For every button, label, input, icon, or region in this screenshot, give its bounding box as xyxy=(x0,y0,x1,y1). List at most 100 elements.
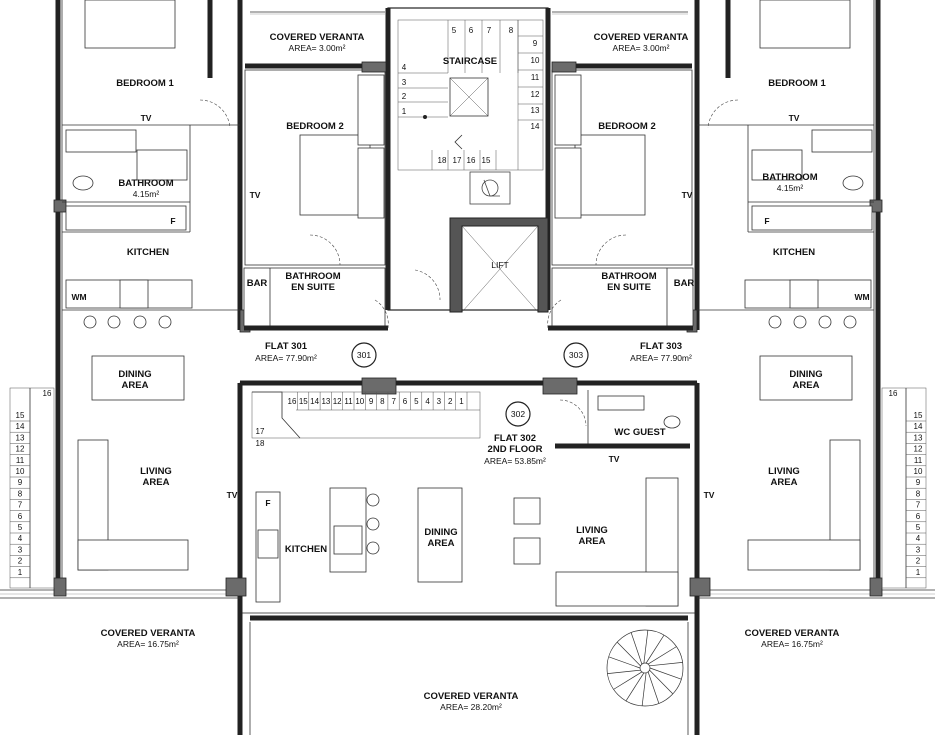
dining-left-label-2: AREA xyxy=(122,380,149,391)
tv-label-bed2-left: TV xyxy=(250,190,261,200)
flat302-step-4: 4 xyxy=(425,397,430,406)
core-step-16: 16 xyxy=(467,156,476,165)
flat302-step-14: 14 xyxy=(310,397,319,406)
extRight-step-15: 15 xyxy=(914,411,923,420)
extLeft-step-4: 4 xyxy=(18,534,23,543)
living-center-label-2: AREA xyxy=(579,536,606,547)
extRight-step-11: 11 xyxy=(914,456,923,465)
kitchen-left-label: KITCHEN xyxy=(127,247,169,258)
flat302-step-7: 7 xyxy=(391,397,396,406)
bedroom1-left-label: BEDROOM 1 xyxy=(116,78,174,89)
core-step-14: 14 xyxy=(531,122,540,131)
room-labels: COVERED VERANTA AREA= 3.00m² COVERED VER… xyxy=(71,32,869,712)
staircase-label: STAIRCASE xyxy=(443,56,497,67)
tv-label-bed1-left: TV xyxy=(141,113,152,123)
flat301-label: FLAT 301 xyxy=(265,341,308,352)
flat301-tag: 301 xyxy=(357,350,371,360)
flat302-floor: 2ND FLOOR xyxy=(488,444,543,455)
extLeft-step-11: 11 xyxy=(16,456,25,465)
core-step-3: 3 xyxy=(402,78,407,87)
flat302-label: FLAT 302 xyxy=(494,433,536,444)
dining-center-label-1: DINING xyxy=(424,527,457,538)
lift-label: LIFT xyxy=(491,260,508,270)
ensuite-left-label-2: EN SUITE xyxy=(291,282,335,293)
extRight-step-12: 12 xyxy=(914,445,923,454)
core-step-15: 15 xyxy=(482,156,491,165)
living-left-label-2: AREA xyxy=(143,477,170,488)
ensuite-right-label-2: EN SUITE xyxy=(607,282,651,293)
veranda-bottom-left-label: COVERED VERANTA xyxy=(101,628,196,639)
flat302-step-5: 5 xyxy=(414,397,419,406)
bar-left-label: BAR xyxy=(247,278,268,289)
core-step-18: 18 xyxy=(438,156,447,165)
rail-hatching xyxy=(0,13,935,595)
dining-center-label-2: AREA xyxy=(428,538,455,549)
extRight-step-1: 1 xyxy=(916,568,921,577)
living-left-label-1: LIVING xyxy=(140,466,172,477)
flat301-area: AREA= 77.90m² xyxy=(255,353,317,363)
core-step-2: 2 xyxy=(402,92,407,101)
fridge-label-right: F xyxy=(764,216,769,226)
core-step-6: 6 xyxy=(469,26,474,35)
flat302-step-17: 17 xyxy=(256,427,265,436)
extLeft-step-12: 12 xyxy=(16,445,25,454)
flat302-step-13: 13 xyxy=(321,397,330,406)
living-right-label-1: LIVING xyxy=(768,466,800,477)
flat302-step-2: 2 xyxy=(448,397,453,406)
flat302-step-16: 16 xyxy=(288,397,297,406)
veranda-top-left-area: AREA= 3.00m² xyxy=(289,43,346,53)
extLeft-step-13: 13 xyxy=(16,433,25,442)
flat302-step-18: 18 xyxy=(256,439,265,448)
extLeft-step-2: 2 xyxy=(18,557,23,566)
tv-label-living-right: TV xyxy=(704,490,715,500)
veranda-bottom-right-area: AREA= 16.75m² xyxy=(761,639,823,649)
ext-right-step-16: 16 xyxy=(889,389,898,398)
dining-left-label-1: DINING xyxy=(118,369,151,380)
wc-guest-label: WC GUEST xyxy=(614,427,665,438)
veranda-top-right-label: COVERED VERANTA xyxy=(594,32,689,43)
extLeft-step-14: 14 xyxy=(16,422,25,431)
flat302-step-9: 9 xyxy=(369,397,374,406)
veranda-top-left-label: COVERED VERANTA xyxy=(270,32,365,43)
extRight-step-7: 7 xyxy=(916,501,921,510)
extRight-step-9: 9 xyxy=(916,478,921,487)
flat303-label: FLAT 303 xyxy=(640,341,682,352)
living-right-label-2: AREA xyxy=(771,477,798,488)
bathroom-right-area: 4.15m² xyxy=(777,183,804,193)
extRight-step-13: 13 xyxy=(914,433,923,442)
core-step-13: 13 xyxy=(531,106,540,115)
flat302-step-6: 6 xyxy=(403,397,408,406)
extLeft-step-3: 3 xyxy=(18,545,23,554)
extRight-step-5: 5 xyxy=(916,523,921,532)
fridge-label-left: F xyxy=(170,216,175,226)
tv-label-bed2-right: TV xyxy=(682,190,693,200)
flat302-tag: 302 xyxy=(511,409,525,419)
veranda-top-right-area: AREA= 3.00m² xyxy=(613,43,670,53)
extLeft-step-6: 6 xyxy=(18,512,23,521)
extRight-step-14: 14 xyxy=(914,422,923,431)
extRight-step-3: 3 xyxy=(916,545,921,554)
ensuite-right-label-1: BATHROOM xyxy=(601,271,656,282)
wm-label-right: WM xyxy=(854,292,869,302)
core-staircase: 5 6 7 8 4 3 2 1 9 10 11 12 13 14 18 17 1… xyxy=(397,19,544,205)
dining-right-label-1: DINING xyxy=(789,369,822,380)
core-step-12: 12 xyxy=(531,90,540,99)
wm-label-left: WM xyxy=(71,292,86,302)
veranda-bottom-right-label: COVERED VERANTA xyxy=(745,628,840,639)
extRight-step-10: 10 xyxy=(914,467,923,476)
core-step-11: 11 xyxy=(531,73,540,82)
bar-right-label: BAR xyxy=(674,278,695,289)
extRight-step-6: 6 xyxy=(916,512,921,521)
tv-label-bed1-right: TV xyxy=(789,113,800,123)
extRight-step-8: 8 xyxy=(916,489,921,498)
extLeft-step-8: 8 xyxy=(18,489,23,498)
extLeft-step-7: 7 xyxy=(18,501,23,510)
core-step-7: 7 xyxy=(487,26,492,35)
dining-right-label-2: AREA xyxy=(793,380,820,391)
core-step-4: 4 xyxy=(402,63,407,72)
flat303-area: AREA= 77.90m² xyxy=(630,353,692,363)
extLeft-step-5: 5 xyxy=(18,523,23,532)
